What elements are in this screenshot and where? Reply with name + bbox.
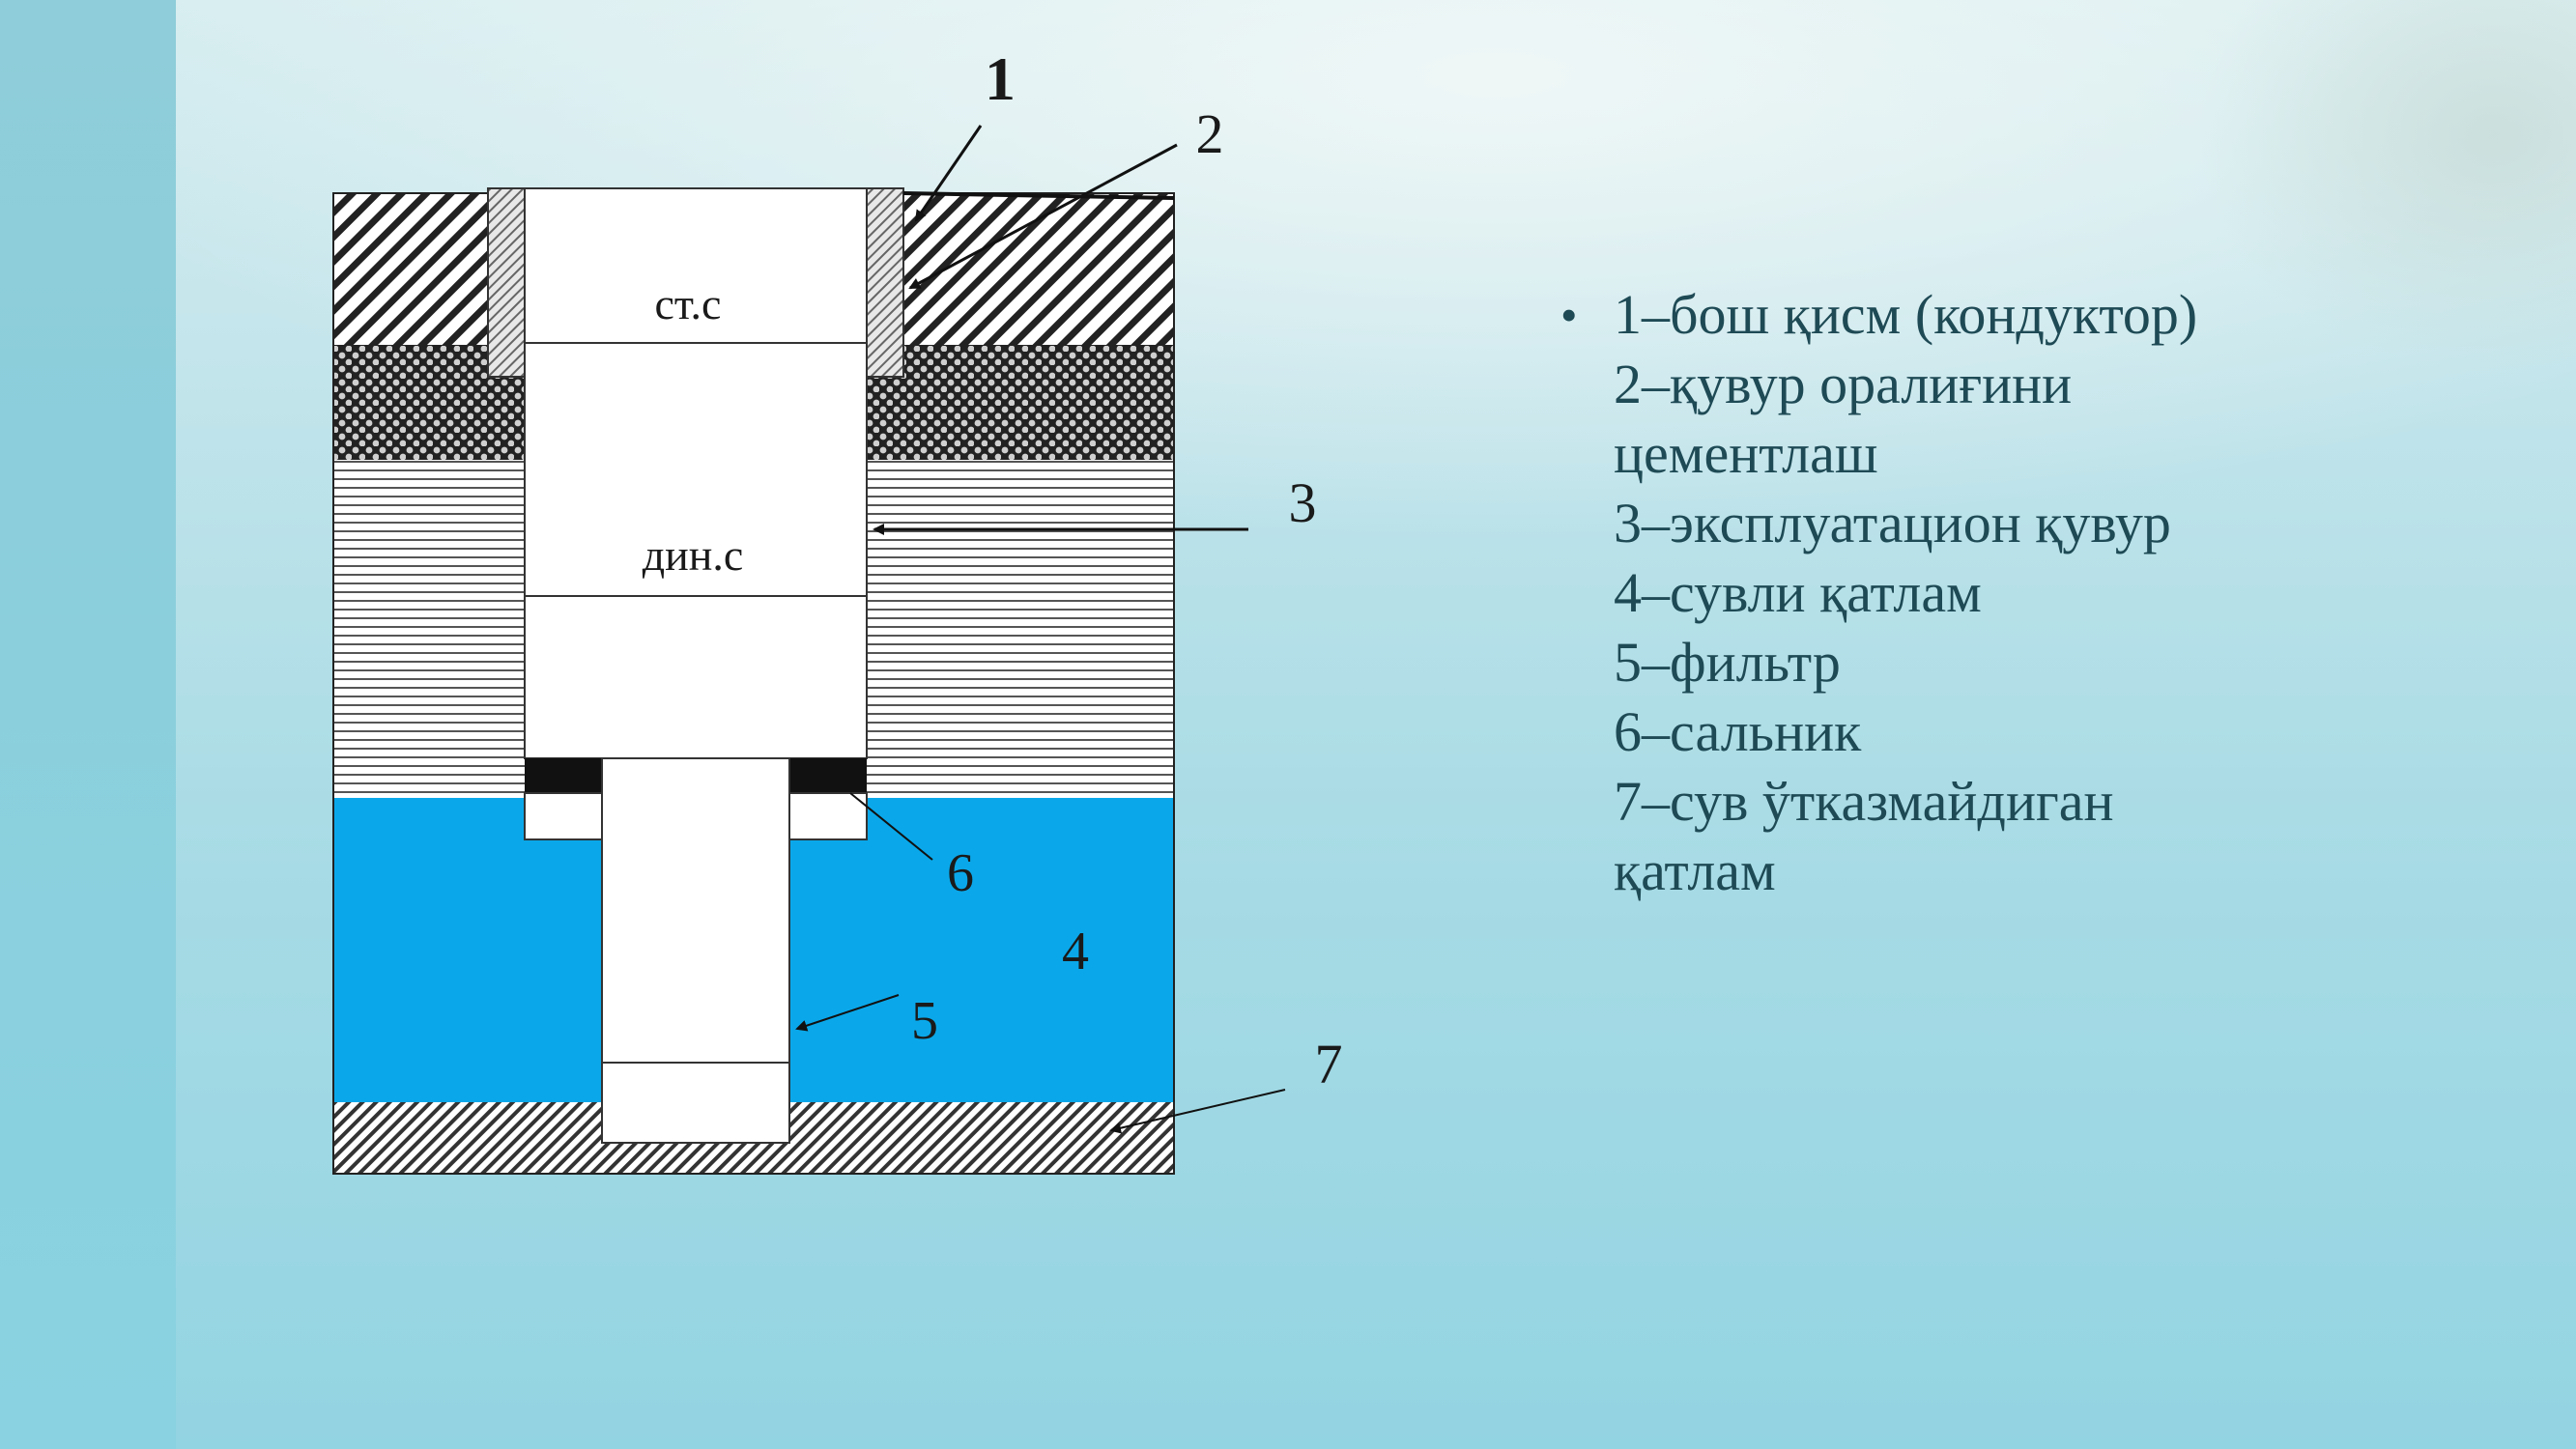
casing-main-section	[524, 342, 868, 759]
leader-2	[908, 143, 1178, 290]
legend-item: 3–эксплуатацион қувур	[1614, 492, 2171, 554]
marker-3: 3	[1289, 471, 1317, 534]
bullet-icon: •	[1560, 288, 1578, 342]
legend-item: 2–қувур оралиғини	[1614, 353, 2073, 415]
leader-1	[914, 125, 983, 222]
marker-5: 5	[911, 991, 938, 1051]
cement-wall-right	[866, 187, 904, 378]
filter-bottom	[601, 1062, 790, 1144]
leader-top-edge	[902, 191, 1175, 200]
legend-list: 1–бош қисм (кондуктор) 2–қувур оралиғини…	[1560, 280, 2430, 906]
packer-right	[789, 758, 867, 793]
leader-7	[1109, 1089, 1286, 1134]
legend-item: 7–сув ўтказмайдиган	[1614, 770, 2114, 833]
packer-ring-left	[524, 792, 603, 840]
marker-2: 2	[1196, 102, 1224, 165]
marker-1: 1	[985, 44, 1016, 113]
casing-top-section	[524, 187, 868, 344]
packer-ring-right	[788, 792, 868, 840]
marker-4: 4	[1062, 922, 1089, 981]
dynamic-level-label: дин.с	[643, 530, 744, 580]
cement-wall-left	[487, 187, 526, 378]
filter-pipe	[601, 757, 790, 1064]
leader-5	[795, 994, 900, 1032]
legend-item: 4–сувли қатлам	[1614, 561, 1982, 624]
legend-item: 5–фильтр	[1614, 631, 1841, 694]
marker-6: 6	[947, 843, 974, 903]
marker-7: 7	[1315, 1033, 1343, 1095]
static-level-label: ст.с	[655, 279, 722, 328]
legend-item: цементлаш	[1614, 422, 1878, 485]
leader-6	[849, 792, 933, 861]
legend-item: 6–сальник	[1614, 700, 1862, 763]
legend-item: 1–бош қисм (кондуктор)	[1614, 283, 2198, 346]
packer-left	[525, 758, 602, 793]
legend-item: қатлам	[1614, 839, 1776, 902]
legend: • 1–бош қисм (кондуктор) 2–қувур оралиғи…	[1560, 280, 2430, 906]
